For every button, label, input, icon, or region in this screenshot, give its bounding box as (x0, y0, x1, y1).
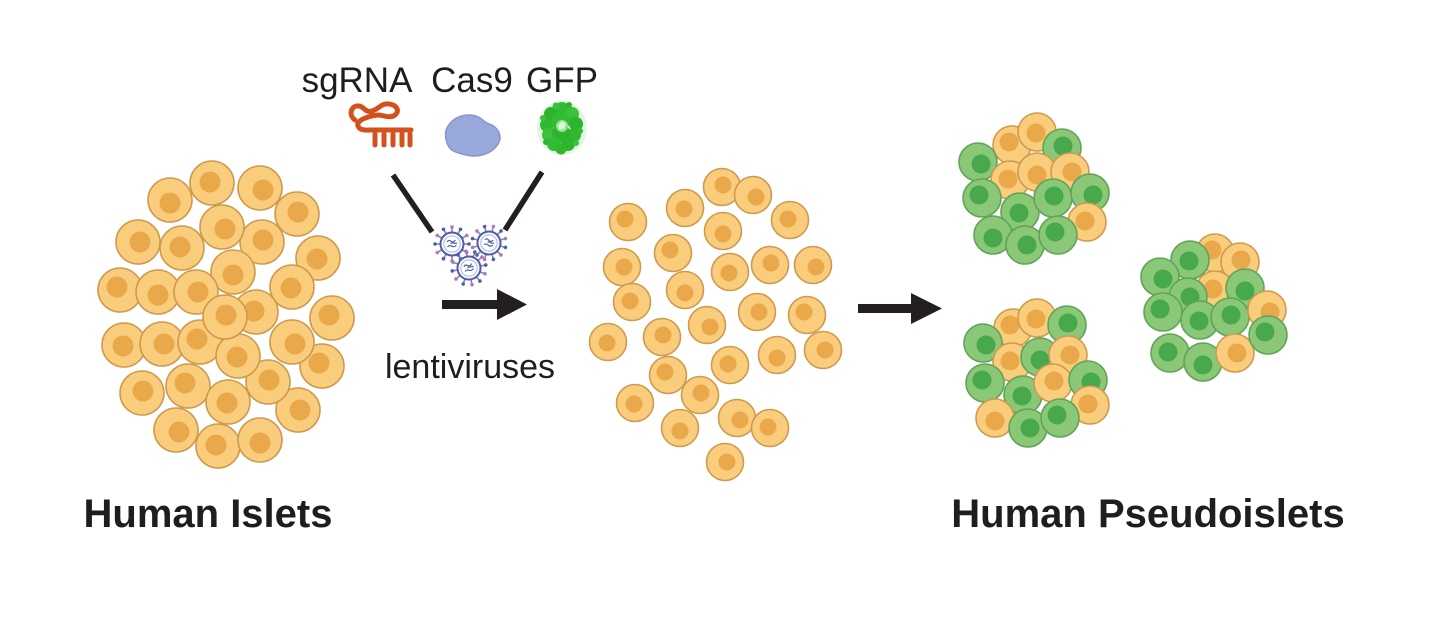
pseudoislet-cell (1183, 342, 1223, 382)
islet-cell (147, 177, 193, 223)
islet-cell (295, 235, 341, 281)
pseudoislet-cell (1033, 363, 1073, 403)
islet-cell (189, 160, 235, 206)
dispersed-cell (648, 355, 688, 395)
pseudoislet-cell (1150, 333, 1190, 373)
islet-cell (202, 294, 248, 340)
islet-cell (274, 191, 320, 237)
funnel-line-right (502, 170, 545, 232)
islet-cell (245, 359, 291, 405)
pseudoislet-cell (1067, 202, 1107, 242)
pseudoislet-cell (1017, 298, 1057, 338)
islet-cell (159, 225, 205, 271)
islet-cell (135, 269, 181, 315)
dispersed-cell (702, 167, 742, 207)
dispersed-cell (770, 200, 810, 240)
pseudoislet-cell (1038, 215, 1078, 255)
lentivirus-icon (450, 249, 488, 287)
pseudoislet-cell (1143, 292, 1183, 332)
arrow-icon (442, 289, 527, 320)
dispersed-cell (687, 305, 727, 345)
pseudoislet-cell (1005, 225, 1045, 265)
dispersed-cell (665, 270, 705, 310)
lentivirus-icon (470, 224, 508, 262)
pseudoislet-cell (1070, 173, 1110, 213)
pseudoislet-cell (965, 363, 1005, 403)
dispersed-cell (733, 175, 773, 215)
pseudoislet-cell (962, 178, 1002, 218)
dispersed-cell (737, 292, 777, 332)
pseudoislet-cell (1210, 297, 1250, 337)
dispersed-cell (660, 408, 700, 448)
gfp-label: GFP (526, 61, 598, 100)
islet-cell (195, 423, 241, 469)
islet-cell (239, 219, 285, 265)
pseudoislet-cell (975, 398, 1015, 438)
dispersed-cell (612, 282, 652, 322)
dispersed-cell (787, 295, 827, 335)
pseudoislet-cell (1040, 398, 1080, 438)
pseudoislet-cell (1003, 375, 1043, 415)
dispersed-cell (705, 442, 745, 482)
islet-cell (210, 249, 256, 295)
dispersed-cell (680, 375, 720, 415)
islet-cell (165, 363, 211, 409)
pseudoislet-cell (1248, 315, 1288, 355)
dispersed-cell (608, 202, 648, 242)
islet-cell (269, 264, 315, 310)
islet-cell (115, 219, 161, 265)
islet-cell (199, 204, 245, 250)
cas9-protein-icon (444, 114, 501, 157)
islet-cell (173, 269, 219, 315)
sgrna-icon (348, 101, 414, 148)
dispersed-cell (703, 211, 743, 251)
human-pseudoislets-label: Human Pseudoislets (951, 492, 1345, 536)
islet-cell (237, 165, 283, 211)
dispersed-cell (717, 398, 757, 438)
dispersed-cell (793, 245, 833, 285)
dispersed-cell (602, 247, 642, 287)
dispersed-cell (757, 335, 797, 375)
lentivirus-icon (433, 225, 471, 263)
dispersed-cell (588, 322, 628, 362)
cas9-label: Cas9 (431, 61, 513, 100)
pseudoislet-cell (1215, 333, 1255, 373)
arrow-icon (858, 293, 942, 324)
islet-cell (237, 417, 283, 463)
dispersed-cell (653, 233, 693, 273)
gfp-protein-icon (537, 101, 587, 155)
islet-cell (275, 387, 321, 433)
islet-cell (119, 370, 165, 416)
dispersed-cell (642, 317, 682, 357)
dispersed-cell (710, 252, 750, 292)
pseudoislet-cell (958, 142, 998, 182)
cell-layer (97, 112, 1288, 482)
pseudoislet-cell (1047, 305, 1087, 345)
pseudoislet-cell (1008, 408, 1048, 448)
virus-layer (433, 224, 508, 287)
dispersed-cell (750, 245, 790, 285)
islet-cell (153, 407, 199, 453)
pseudoislet-cell (963, 323, 1003, 363)
sgrna-label: sgRNA (301, 61, 413, 100)
dispersed-cell (750, 408, 790, 448)
islet-cell (215, 333, 261, 379)
dispersed-cell (803, 330, 843, 370)
islet-cell (299, 343, 345, 389)
islet-cell (205, 379, 251, 425)
islet-cell (269, 319, 315, 365)
human-islets-label: Human Islets (83, 492, 333, 536)
pseudoislet-cell (1033, 178, 1073, 218)
islet-cell (309, 295, 355, 341)
dispersed-cell (615, 383, 655, 423)
dispersed-cell (665, 188, 705, 228)
lentiviruses-label: lentiviruses (384, 348, 556, 386)
dispersed-cell (710, 345, 750, 385)
funnel-line-left (390, 173, 435, 234)
